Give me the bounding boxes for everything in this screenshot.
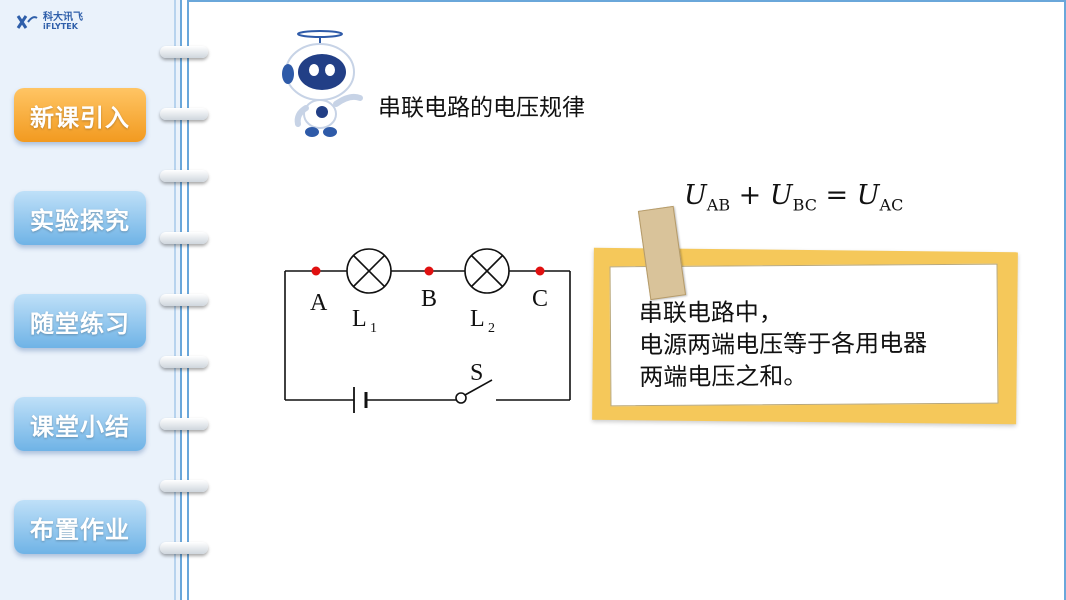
lamp-l1-cross — [352, 254, 386, 288]
nav-item-new-lesson[interactable]: 新课引入 — [14, 88, 146, 142]
label-c: C — [532, 286, 548, 312]
label-l1-sub: 1 — [370, 321, 377, 336]
binder-ring — [160, 46, 208, 58]
formula-sub-bc: BC — [792, 195, 817, 215]
nav-item-practice[interactable]: 随堂练习 — [14, 294, 146, 348]
switch-lever — [464, 379, 493, 396]
nav-item-homework[interactable]: 布置作业 — [14, 500, 146, 554]
label-l1: L — [352, 306, 367, 332]
logo-cn: 科大讯飞 — [43, 11, 83, 23]
note-line-1: 串联电路中， — [638, 298, 783, 328]
label-a: A — [310, 290, 328, 316]
binder-ring — [160, 418, 208, 430]
formula-u2: U — [769, 180, 793, 211]
binder-ring — [160, 356, 208, 368]
logo-text: 科大讯飞 iFLYTEK — [43, 11, 83, 31]
nav-item-summary[interactable]: 课堂小结 — [14, 397, 146, 451]
label-l2-sub: 2 — [488, 321, 495, 336]
label-s: S — [470, 360, 483, 386]
lamp-l2-icon — [464, 248, 510, 294]
nav-item-experiment[interactable]: 实验探究 — [14, 191, 146, 245]
binder-ring — [160, 232, 208, 244]
voltage-formula: UAB + UBC = UAC — [684, 180, 903, 214]
lamp-l1-icon — [346, 248, 392, 294]
formula-u3: U — [856, 180, 880, 211]
binder-ring — [160, 542, 208, 554]
circuit-diagram: A B C L 1 L 2 S — [284, 248, 571, 413]
binder-ring — [160, 480, 208, 492]
node-c — [535, 266, 545, 276]
label-l2: L — [470, 306, 485, 332]
node-a — [311, 266, 321, 276]
binder-ring — [160, 108, 208, 120]
robot-mascot-icon — [282, 30, 363, 137]
label-b: B — [421, 286, 437, 312]
node-b — [424, 266, 434, 276]
switch-pivot — [455, 392, 467, 404]
binder-ring — [160, 170, 208, 182]
lesson-title: 串联电路的电压规律 — [378, 95, 585, 121]
logo-en: iFLYTEK — [43, 21, 78, 31]
lamp-l2-cross — [470, 254, 504, 288]
formula-u1: U — [684, 180, 707, 211]
formula-sub-ab: AB — [706, 195, 731, 215]
formula-plus: + — [738, 180, 762, 211]
note-line-2: 电源两端电压等于各用电器 — [638, 329, 928, 360]
logo: 科大讯飞 iFLYTEK — [16, 10, 83, 34]
formula-equals: = — [825, 180, 849, 211]
iflytek-logo-icon — [16, 15, 38, 29]
formula-sub-ac: AC — [879, 195, 904, 215]
binder-ring — [160, 294, 208, 306]
note-line-3: 两端电压之和。 — [639, 361, 808, 392]
